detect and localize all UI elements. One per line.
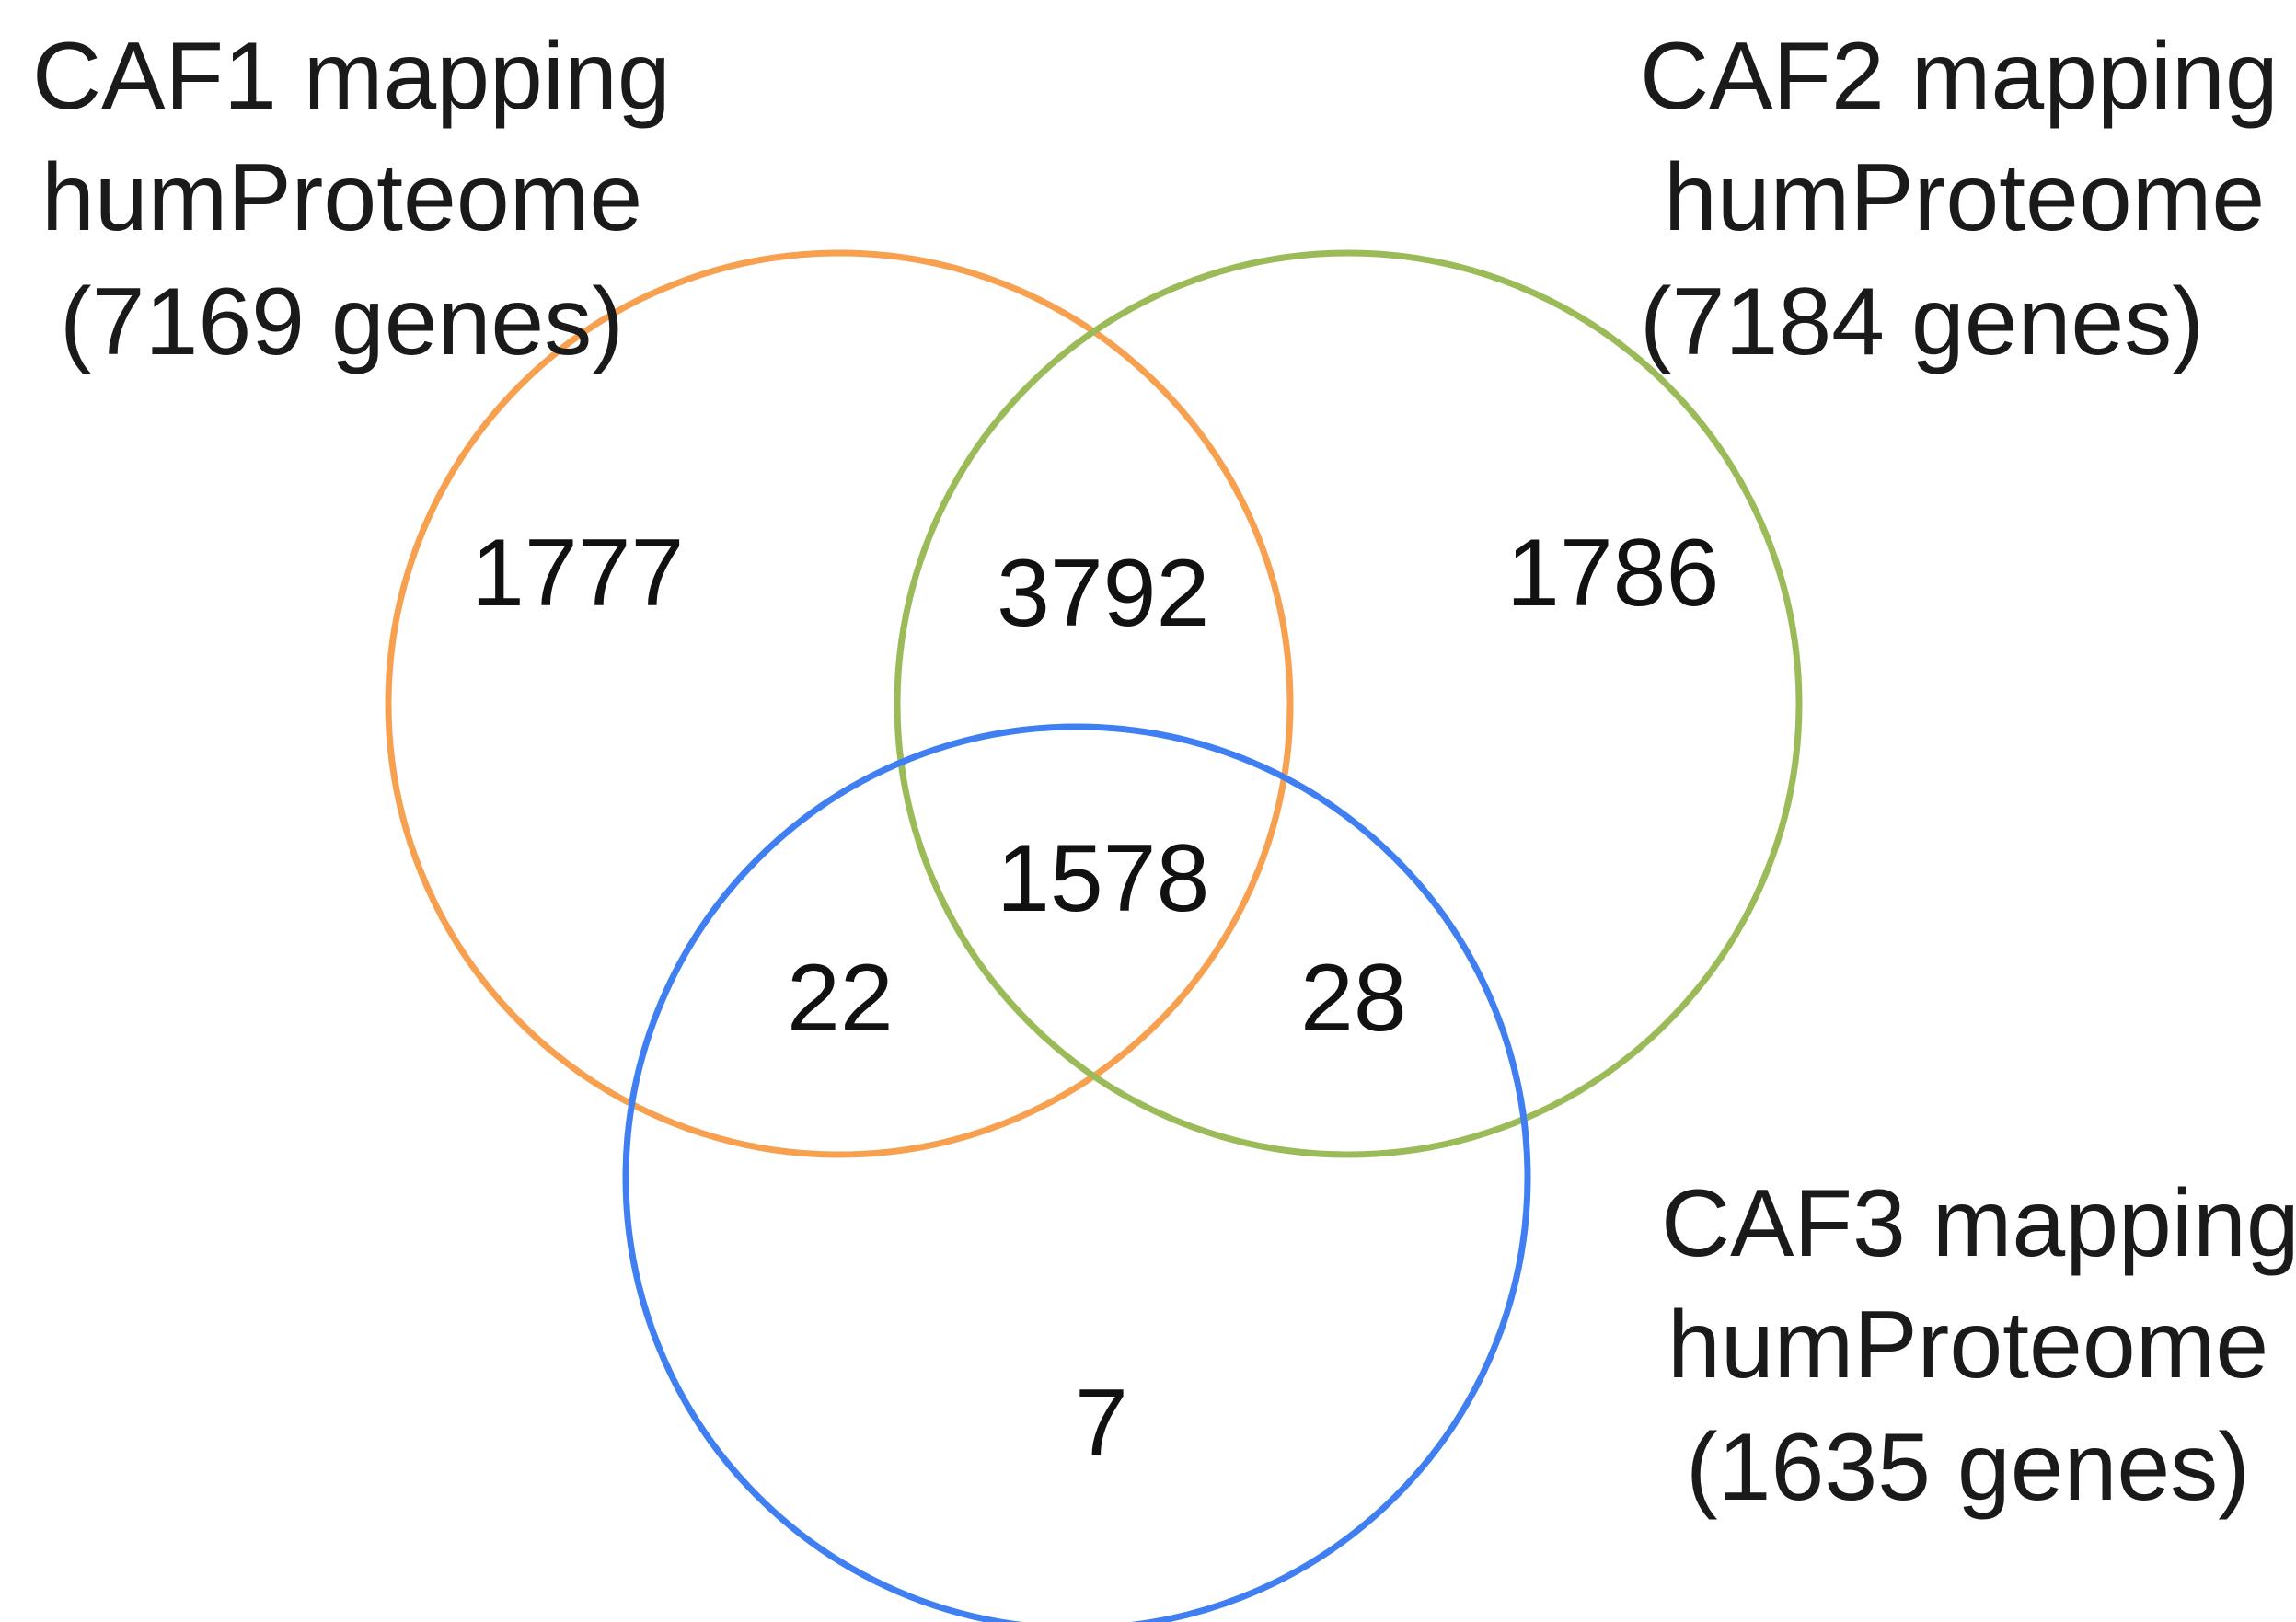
caf1-label-line-2: humProteome [41, 144, 642, 251]
caf1-label-line-3: (7169 genes) [60, 269, 624, 375]
caf2-label-line-2: humProteome [1664, 144, 2265, 251]
caf3-label-line-2: humProteome [1667, 1292, 2268, 1398]
caf1-circle [385, 249, 1294, 1158]
count-all-three: 1578 [997, 825, 1209, 932]
count-caf1-caf2: 3792 [997, 540, 1209, 647]
caf3-label-line-3: (1635 genes) [1686, 1414, 2250, 1521]
caf2-label-line-1: CAF2 mapping [1640, 23, 2279, 130]
caf2-circle [894, 249, 1803, 1158]
caf1-label-line-1: CAF1 mapping [32, 23, 671, 130]
count-caf2-caf3: 28 [1300, 945, 1407, 1052]
count-caf3-only: 7 [1075, 1370, 1128, 1477]
caf3-circle [622, 723, 1531, 1622]
count-caf1-only: 1777 [471, 520, 684, 627]
caf2-label-line-3: (7184 genes) [1640, 269, 2204, 375]
caf3-label-line-1: CAF3 mapping [1661, 1170, 2296, 1277]
count-caf1-caf3: 22 [787, 945, 894, 1052]
count-caf2-only: 1786 [1506, 520, 1719, 627]
